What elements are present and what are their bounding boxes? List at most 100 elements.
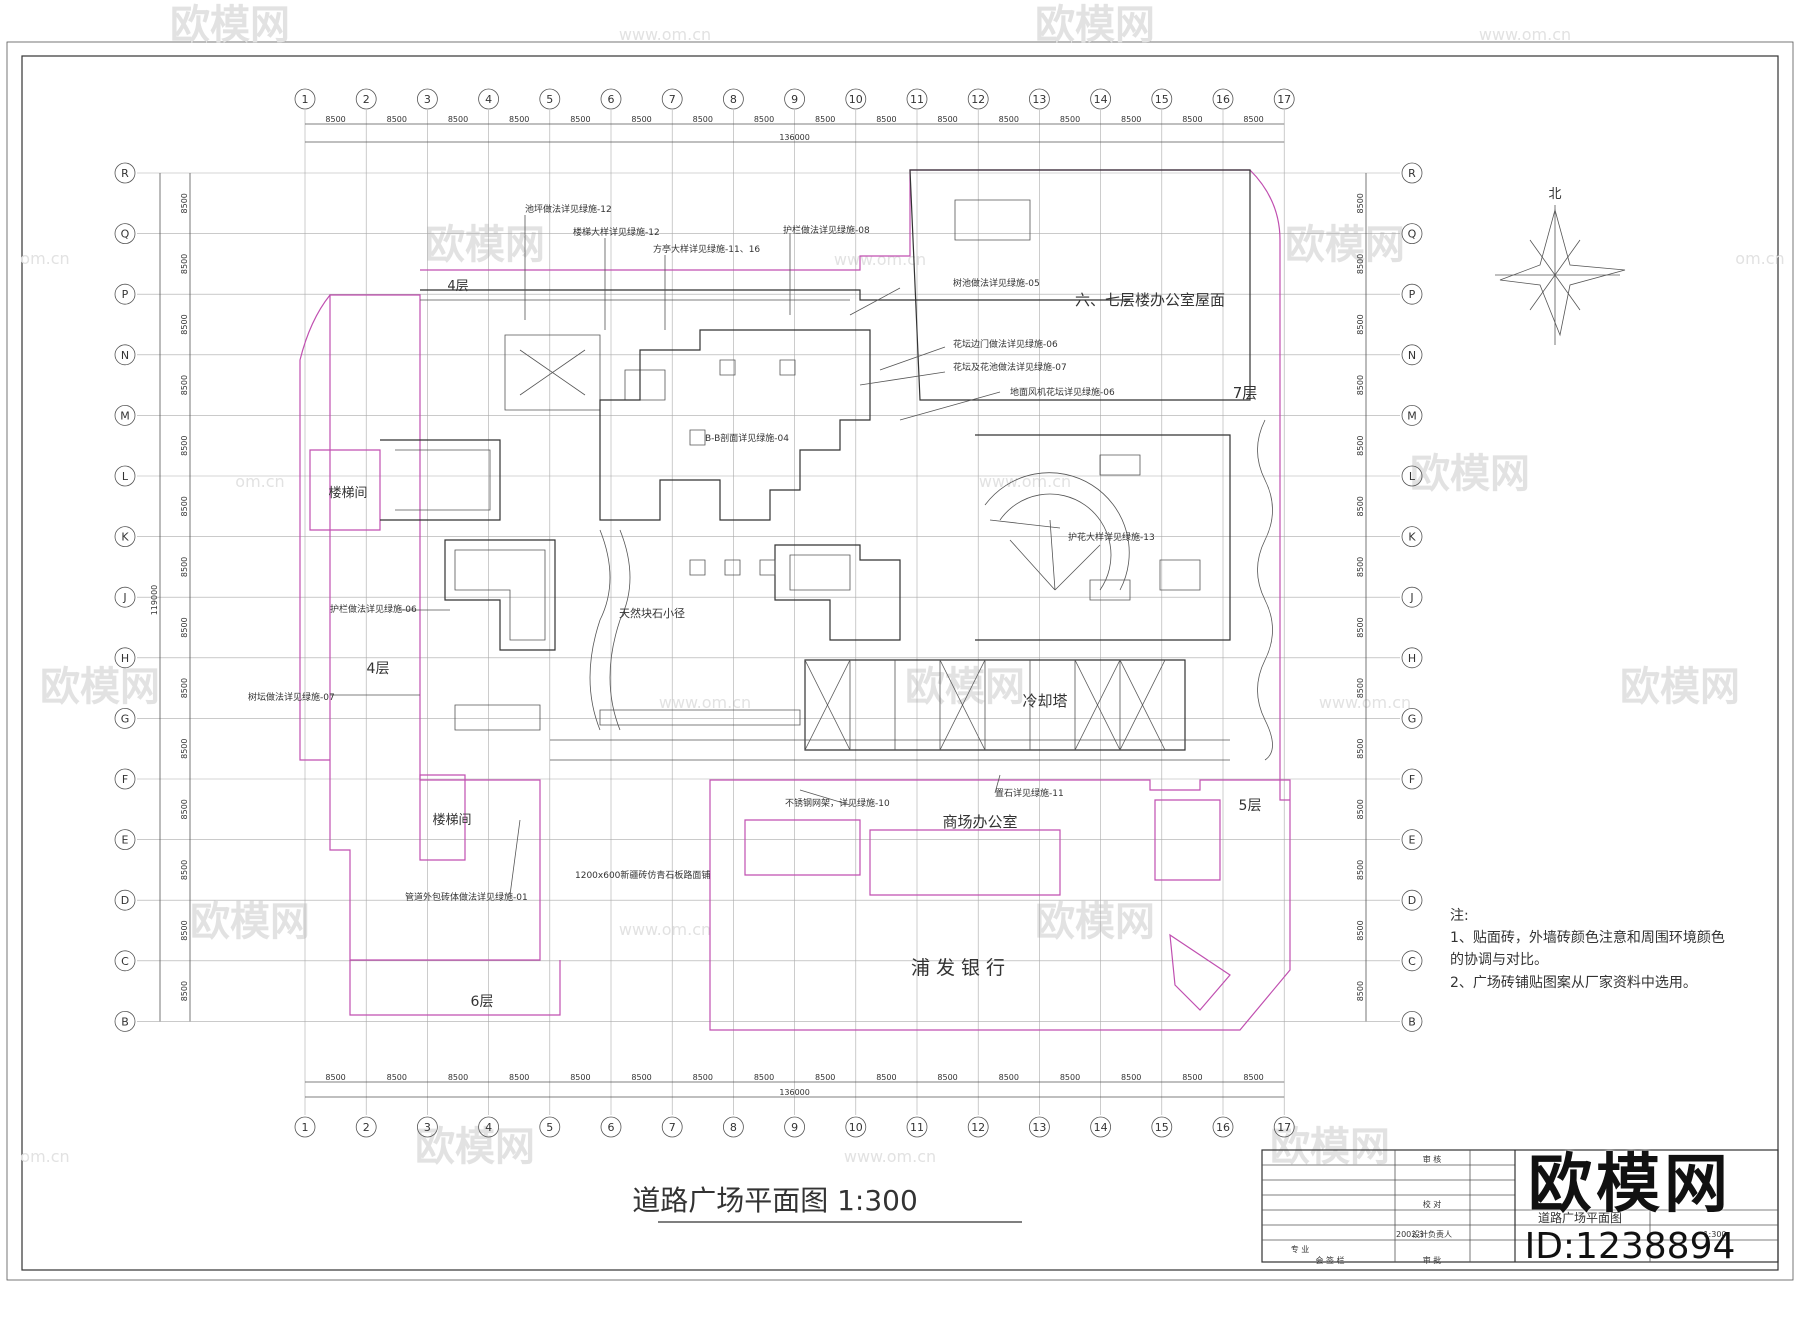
watermark-layer: 欧模网欧模网欧模网欧模网欧模网欧模网欧模网欧模网欧模网欧模网欧模网欧模网www.… xyxy=(20,2,1784,1170)
notes-heading: 注: xyxy=(1450,908,1469,924)
axis-label-F: F xyxy=(122,773,128,786)
axis-bubble-F xyxy=(114,768,136,790)
axis-bubble-J xyxy=(1401,586,1423,608)
watermark-brand: 欧模网 xyxy=(1410,451,1530,497)
axis-bubble-9 xyxy=(784,88,805,110)
axis-label-M: M xyxy=(120,409,130,422)
dim-bay-vertical: 8500 xyxy=(180,739,189,759)
axis-bubble-P xyxy=(114,283,136,305)
callout-10: 护栏做法详见绿施-06 xyxy=(330,603,417,615)
dimension-lines: 8500 8500 8500 8500 8500 8500 8500 8500 8500 8500… xyxy=(150,115,1367,1098)
callout-6: 花坛边门做法详见绿施-06 xyxy=(953,338,1058,350)
axis-label-14: 14 xyxy=(1094,1121,1108,1134)
axis-label-8: 8 xyxy=(730,1121,737,1134)
axis-label-3: 3 xyxy=(424,1121,431,1134)
dim-bay: 8500 xyxy=(999,1073,1019,1082)
axis-bubble-3 xyxy=(416,1116,438,1138)
dim-bay-vertical: 8500 xyxy=(1356,436,1365,456)
office-roof-label: 六、七层楼办公室屋面 xyxy=(1075,291,1225,309)
watermark-site: www.om.cn xyxy=(834,250,926,269)
dim-total: 136000 xyxy=(779,133,810,142)
axis-bubble-10 xyxy=(845,88,867,110)
axis-bubble-Q xyxy=(1401,223,1423,245)
floor4-top-label: 4层 xyxy=(447,279,468,294)
axis-bubble-10 xyxy=(845,1116,867,1138)
dim-bay: 8500 xyxy=(325,115,345,124)
watermark-brand: 欧模网 xyxy=(170,2,290,48)
axis-bubble-5 xyxy=(539,1116,561,1138)
floor6-label: 6层 xyxy=(471,994,494,1010)
axis-bubble-H xyxy=(1401,647,1423,669)
axis-label-L: L xyxy=(122,470,129,483)
callout-3: 方亭大样详见绿施-11、16 xyxy=(653,243,760,255)
axis-label-B: B xyxy=(121,1015,129,1028)
axis-label-11: 11 xyxy=(910,1121,924,1134)
axis-label-10: 10 xyxy=(849,93,863,106)
outer-border xyxy=(6,41,1794,1281)
axis-label-N: N xyxy=(1408,349,1416,362)
axis-label-P: P xyxy=(1409,288,1416,301)
axis-bubble-2 xyxy=(355,1116,377,1138)
axis-bubble-16 xyxy=(1212,1116,1234,1138)
axis-bubble-G xyxy=(114,708,136,729)
dim-bay-vertical: 8500 xyxy=(180,193,189,213)
watermark-side: om.cn xyxy=(235,472,284,491)
axis-bubble-C xyxy=(1401,950,1423,972)
stair-top-label: 楼梯间 xyxy=(328,486,367,501)
dim-bay: 8500 xyxy=(876,1073,896,1082)
dim-bay-vertical: 8500 xyxy=(1356,617,1365,637)
dim-bay: 8500 xyxy=(570,1073,590,1082)
axis-bubble-F xyxy=(1401,768,1423,790)
axis-label-17: 17 xyxy=(1277,1121,1291,1134)
axis-label-1: 1 xyxy=(302,93,309,106)
axis-label-Q: Q xyxy=(1408,228,1417,241)
axis-label-D: D xyxy=(121,894,129,907)
axis-bubble-11 xyxy=(906,1116,928,1138)
axis-bubble-C xyxy=(114,950,136,972)
callout-2: 楼梯大样详见绿施-12 xyxy=(573,226,660,238)
dim-bay: 8500 xyxy=(509,1073,529,1082)
watermark-brand: 欧模网 xyxy=(905,664,1025,710)
axis-bubble-15 xyxy=(1151,1116,1173,1138)
axis-bubble-H xyxy=(114,647,136,669)
axis-label-7: 7 xyxy=(669,1121,676,1134)
watermark-side: om.cn xyxy=(20,1147,69,1166)
axis-label-C: C xyxy=(1408,955,1416,968)
axis-label-9: 9 xyxy=(791,93,798,106)
callout-16: B-B剖面详见绿施-04 xyxy=(705,432,789,444)
axis-bubble-12 xyxy=(967,1116,989,1138)
axis-bubble-D xyxy=(1401,889,1423,911)
axis-label-N: N xyxy=(121,349,129,362)
callout-4: 护栏做法详见绿施-08 xyxy=(783,224,870,236)
callout-7: 花坛及花池做法详见绿施-07 xyxy=(953,361,1067,373)
axis-label-7: 7 xyxy=(669,93,676,106)
axis-label-C: C xyxy=(121,955,129,968)
dim-bay-vertical: 8500 xyxy=(1356,375,1365,395)
axis-label-D: D xyxy=(1408,894,1416,907)
dim-bay: 8500 xyxy=(448,115,468,124)
dim-bay: 8500 xyxy=(693,1073,713,1082)
axis-bubble-6 xyxy=(600,88,622,110)
axis-bubble-B xyxy=(114,1011,136,1032)
tb-scale: 1:300 xyxy=(1703,1230,1726,1239)
axis-label-17: 17 xyxy=(1277,93,1291,106)
dim-bay-vertical: 8500 xyxy=(180,860,189,880)
dim-bay: 8500 xyxy=(1243,1073,1263,1082)
watermark-brand: 欧模网 xyxy=(415,1124,535,1170)
watermark-brand: 欧模网 xyxy=(1035,2,1155,48)
dim-bay: 8500 xyxy=(1243,115,1263,124)
axis-bubble-J xyxy=(114,586,136,608)
axis-bubble-4 xyxy=(478,1116,500,1138)
watermark-brand: 欧模网 xyxy=(40,664,160,710)
axis-bubble-N xyxy=(1401,344,1423,366)
watermark-site: www.om.cn xyxy=(619,920,711,939)
axis-bubble-12 xyxy=(967,88,989,110)
callout-5: 树池做法详见绿施-05 xyxy=(953,277,1040,289)
axis-bubble-14 xyxy=(1090,88,1111,110)
axis-bubble-E xyxy=(114,829,136,850)
stair-bottom-label: 楼梯间 xyxy=(432,813,471,828)
axis-bubble-13 xyxy=(1029,88,1050,110)
axis-label-H: H xyxy=(121,652,129,665)
